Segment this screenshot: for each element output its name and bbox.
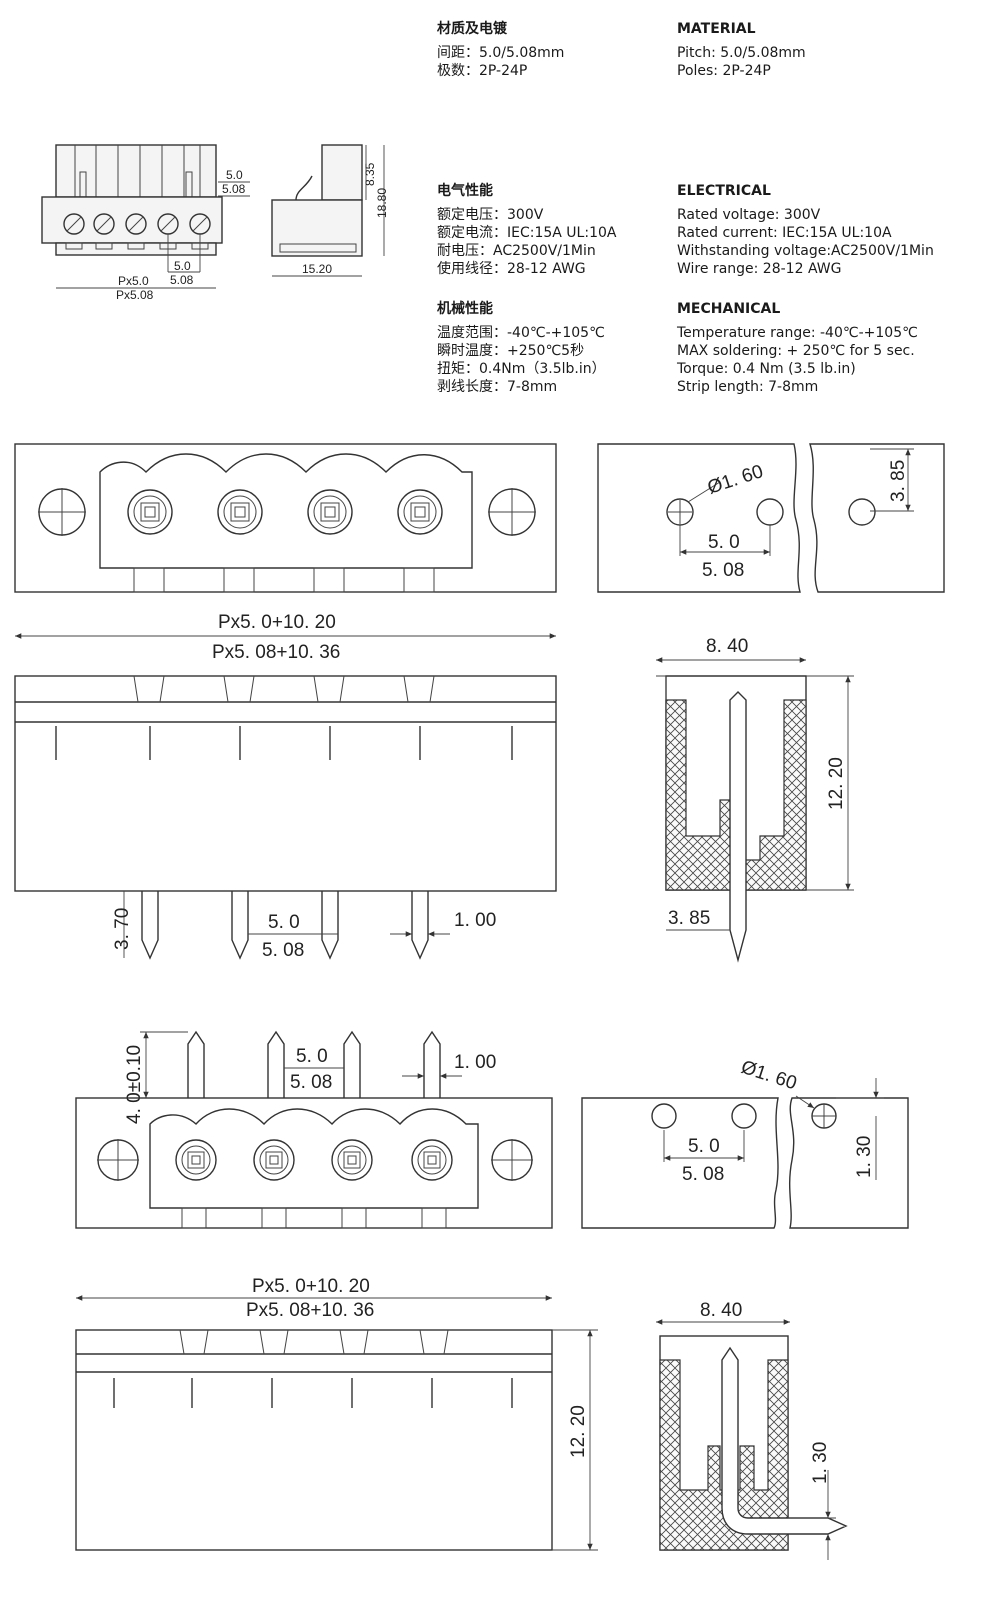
spec-line: Torque: 0.4 Nm (3.5 lb.in) xyxy=(677,361,856,377)
spec-line: 使用线径：28-12 AWG xyxy=(437,261,586,277)
right-angle-top-view: 4. 0±0.10 5. 0 5. 08 1. 00 xyxy=(75,1030,553,1229)
ra-front-height: 12. 20 xyxy=(568,1405,589,1458)
straight-side-section: 8. 40 12. 20 3. 85 xyxy=(656,636,854,963)
material-en: MATERIAL Pitch: 5.0/5.08mm Poles: 2P-24P xyxy=(677,20,806,80)
ra-pin-pitch-b: 5. 08 xyxy=(290,1072,332,1093)
straight-side-height: 12. 20 xyxy=(826,757,847,810)
straight-hole-height: 3. 85 xyxy=(888,460,909,502)
small-connector-front: 5.0 5.08 5.0 5.08 Px5.0 Px5.08 xyxy=(41,144,250,302)
spec-line: Wire range: 28-12 AWG xyxy=(677,261,842,277)
straight-side-width: 8. 40 xyxy=(706,636,748,657)
small-pitch-a: 5.0 xyxy=(226,168,243,182)
small-width: 15.20 xyxy=(302,262,332,276)
straight-pin-width: 1. 00 xyxy=(454,910,496,931)
straight-pin-pitch-b: 5. 08 xyxy=(262,940,304,961)
material-en-title: MATERIAL xyxy=(677,21,756,37)
small-pitch-a2: 5.0 xyxy=(174,259,191,273)
spec-line: Poles: 2P-24P xyxy=(677,63,771,79)
electrical-cn: 电气性能 额定电压：300V 额定电流：IEC:15A UL:10A 耐电压：A… xyxy=(437,182,616,278)
straight-length-b: Px5. 08+10. 36 xyxy=(212,642,340,663)
ra-side-height: 1. 30 xyxy=(810,1442,831,1484)
small-pitch-b: 5.08 xyxy=(222,182,246,196)
spec-line: 耐电压：AC2500V/1Min xyxy=(437,243,596,259)
electrical-en-title: ELECTRICAL xyxy=(677,183,771,199)
ra-length-b: Px5. 08+10. 36 xyxy=(246,1300,374,1321)
ra-pin-length: 4. 0±0.10 xyxy=(124,1045,145,1124)
straight-hole-dia: Ø1. 60 xyxy=(705,461,766,499)
spec-line: Rated current: IEC:15A UL:10A xyxy=(677,225,892,241)
small-h2: 18.80 xyxy=(375,188,389,218)
spec-line: Rated voltage: 300V xyxy=(677,207,821,223)
spec-line: Withstanding voltage:AC2500V/1Min xyxy=(677,243,934,259)
small-px-a: Px5.0 xyxy=(118,274,149,288)
ra-pin-pitch-a: 5. 0 xyxy=(296,1046,328,1067)
spec-line: 额定电流：IEC:15A UL:10A xyxy=(437,225,617,241)
material-cn: 材质及电镀 间距：5.0/5.08mm 极数：2P-24P xyxy=(437,20,564,80)
spec-line: Strip length: 7-8mm xyxy=(677,379,819,395)
straight-pin-length: 3. 70 xyxy=(112,908,133,950)
small-connector-side: 8.35 18.80 15.20 xyxy=(271,144,389,277)
spec-line: 瞬时温度：+250℃5秒 xyxy=(437,343,585,359)
spec-line: Pitch: 5.0/5.08mm xyxy=(677,45,806,61)
spec-line: Temperature range: -40℃-+105℃ xyxy=(677,325,918,341)
spec-line: 扭矩：0.4Nm（3.5lb.in） xyxy=(437,361,606,377)
spec-line: 间距：5.0/5.08mm xyxy=(437,45,565,61)
small-h1: 8.35 xyxy=(363,162,377,186)
small-pitch-b2: 5.08 xyxy=(170,273,194,287)
spec-line: 额定电压：300V xyxy=(437,207,544,223)
straight-front-view: Px5. 0+10. 20 Px5. 08+10. 36 3. 70 5. 0 … xyxy=(14,612,557,961)
straight-side-offset: 3. 85 xyxy=(668,908,710,929)
straight-top-view xyxy=(14,443,557,593)
electrical-cn-title: 电气性能 xyxy=(437,183,493,199)
material-cn-title: 材质及电镀 xyxy=(437,21,507,37)
mechanical-cn: 机械性能 温度范围：-40℃-+105℃ 瞬时温度：+250℃5秒 扭矩：0.4… xyxy=(437,300,606,396)
electrical-en: ELECTRICAL Rated voltage: 300V Rated cur… xyxy=(677,182,934,278)
mechanical-cn-title: 机械性能 xyxy=(437,301,493,317)
ra-front-view: Px5. 0+10. 20 Px5. 08+10. 36 12. 20 xyxy=(75,1276,598,1551)
straight-length-a: Px5. 0+10. 20 xyxy=(218,612,336,633)
straight-hole-layout: Ø1. 60 3. 85 5. 0 5. 08 xyxy=(597,443,945,593)
mechanical-en-title: MECHANICAL xyxy=(677,301,781,317)
small-px-b: Px5.08 xyxy=(116,288,154,302)
ra-side-width: 8. 40 xyxy=(700,1300,742,1321)
straight-hole-pitch-b: 5. 08 xyxy=(702,560,744,581)
ra-hole-pitch-a: 5. 0 xyxy=(688,1136,720,1157)
straight-hole-pitch-a: 5. 0 xyxy=(708,532,740,553)
straight-pin-pitch-a: 5. 0 xyxy=(268,912,300,933)
ra-length-a: Px5. 0+10. 20 xyxy=(252,1276,370,1297)
ra-pin-width: 1. 00 xyxy=(454,1052,496,1073)
spec-line: 极数：2P-24P xyxy=(437,63,528,79)
mechanical-en: MECHANICAL Temperature range: -40℃-+105℃… xyxy=(677,300,918,396)
spec-line: 剥线长度：7-8mm xyxy=(437,379,558,395)
ra-side-section: 8. 40 1. 30 xyxy=(656,1300,848,1560)
ra-hole-height: 1. 30 xyxy=(854,1136,875,1178)
ra-hole-layout: Ø1. 60 5. 0 5. 08 1. 30 xyxy=(581,1057,909,1229)
ra-hole-pitch-b: 5. 08 xyxy=(682,1164,724,1185)
spec-line: MAX soldering: + 250℃ for 5 sec. xyxy=(677,343,915,359)
spec-line: 温度范围：-40℃-+105℃ xyxy=(437,325,605,341)
ra-hole-dia: Ø1. 60 xyxy=(738,1057,799,1095)
